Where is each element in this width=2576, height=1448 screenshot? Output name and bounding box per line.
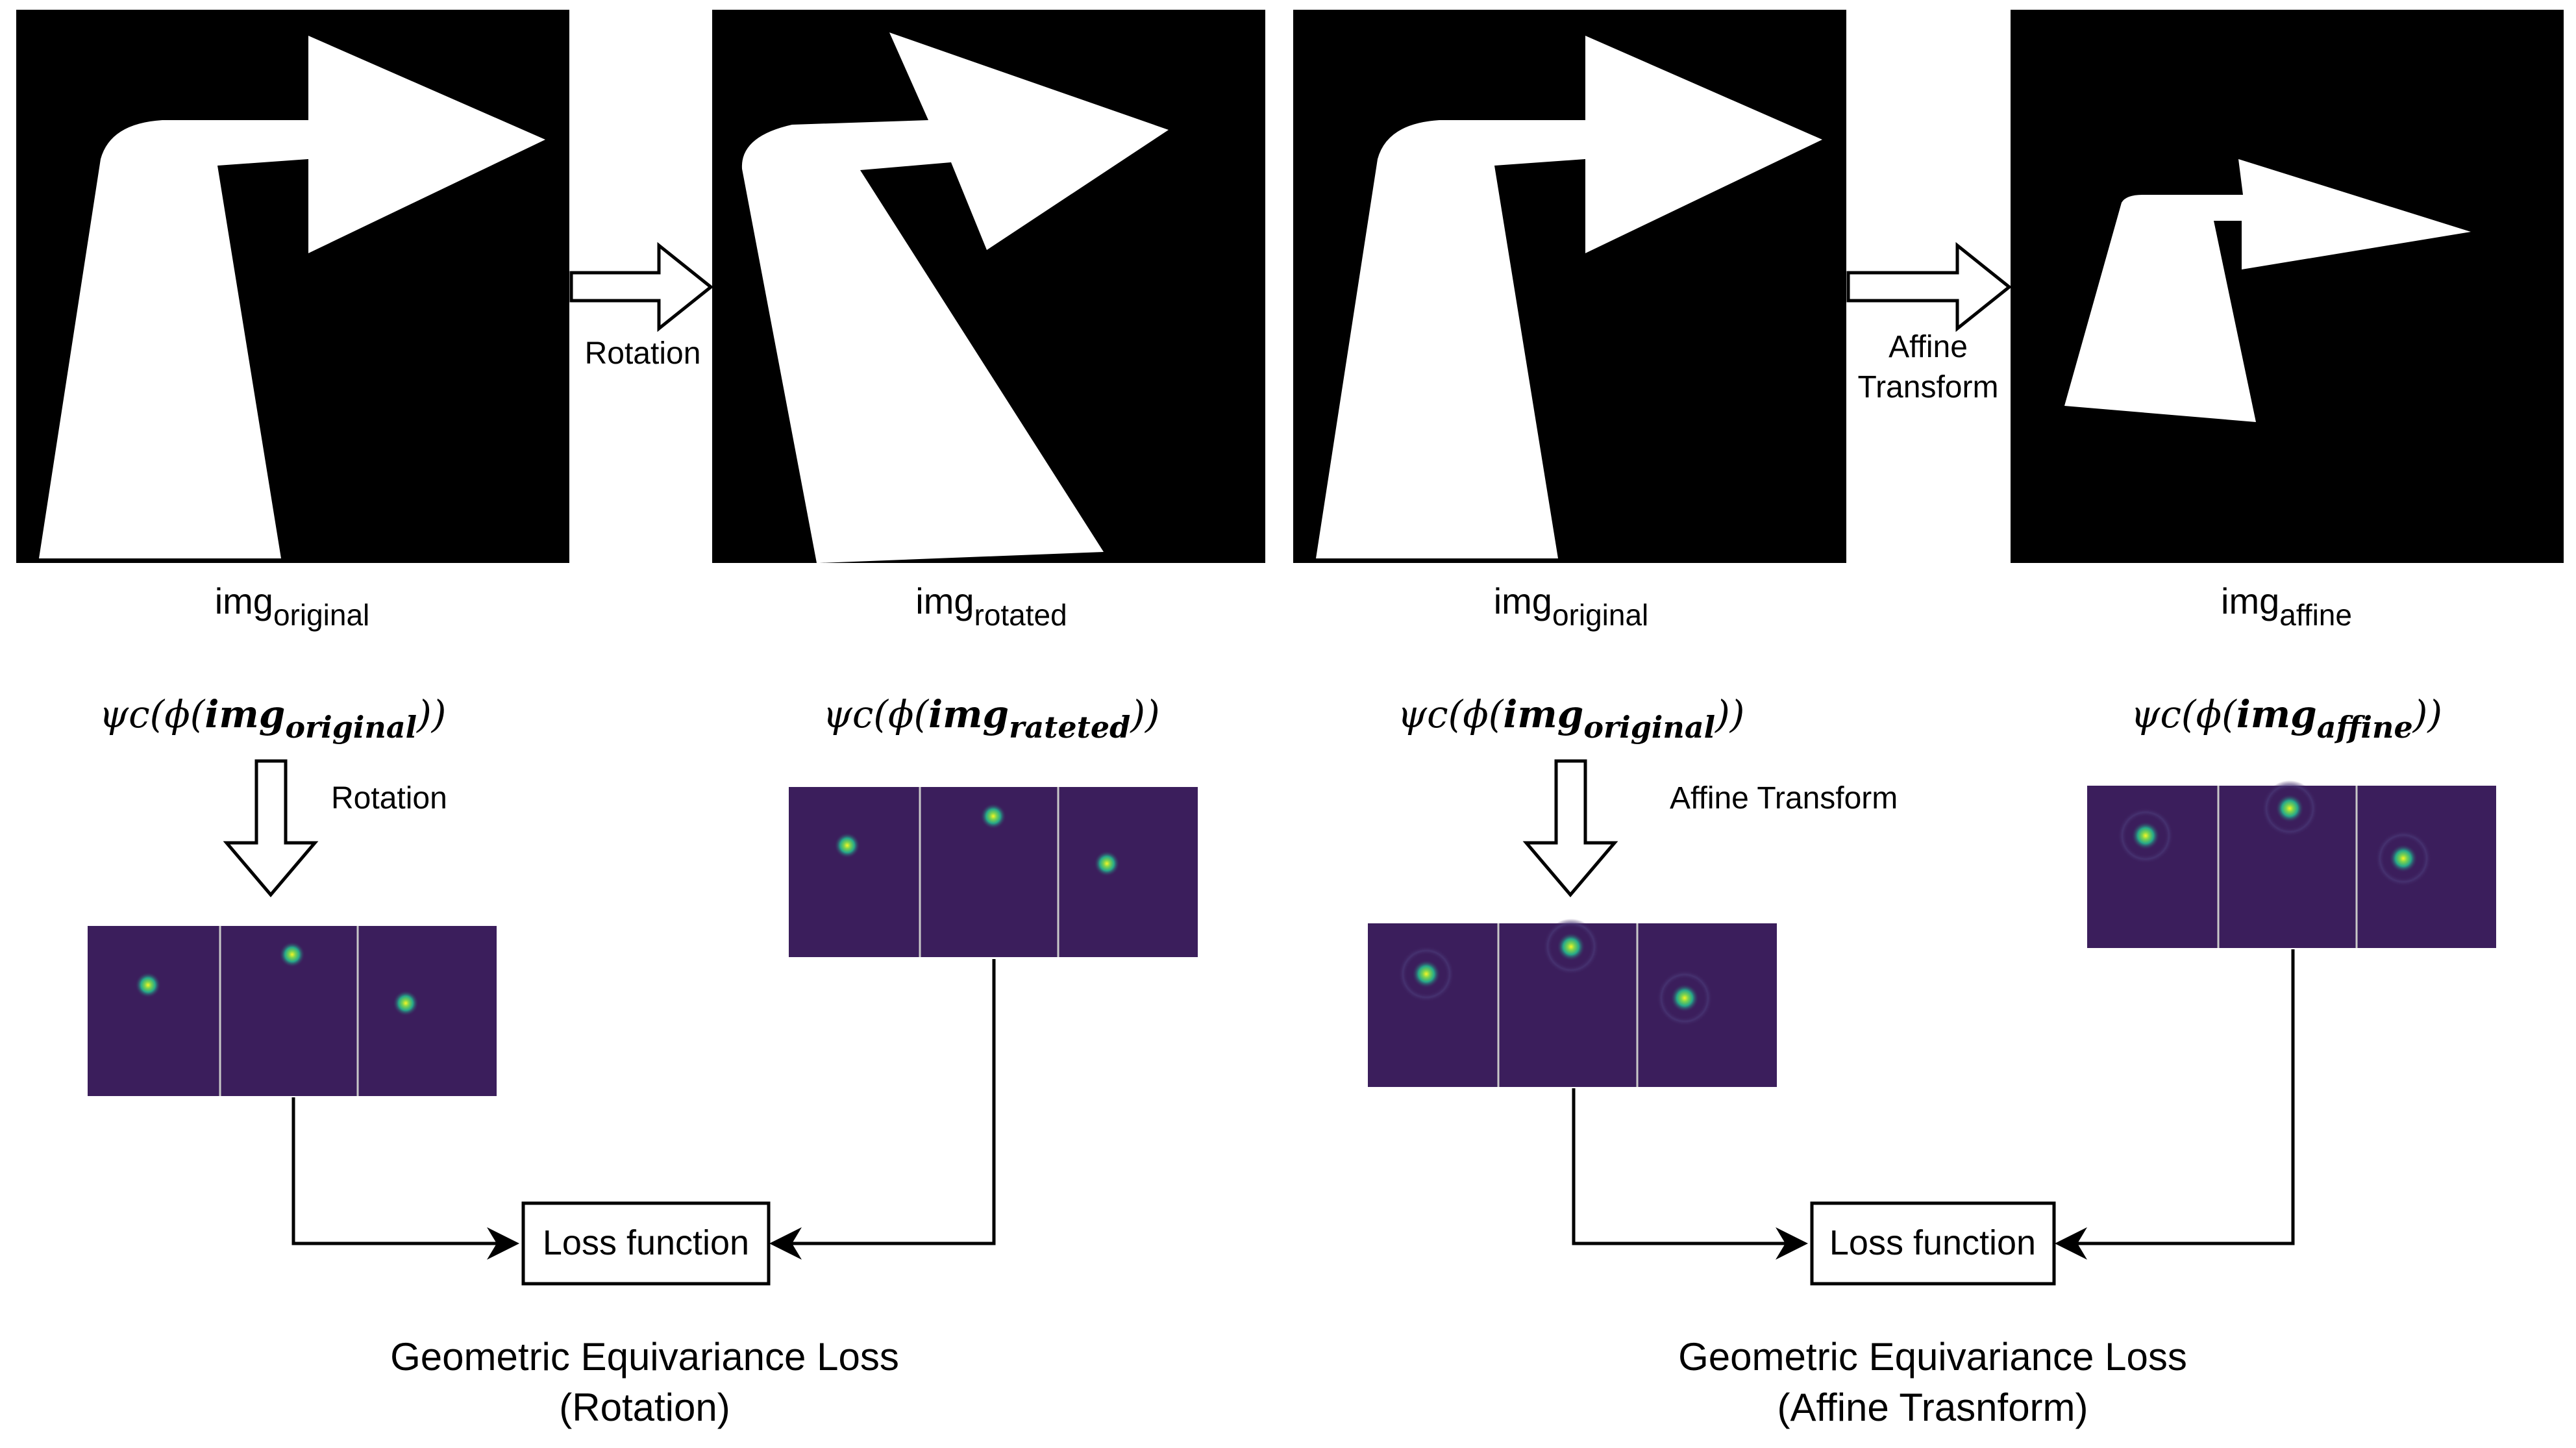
formula-prefix: ψc(ϕ( bbox=[823, 692, 929, 736]
connectors-right bbox=[1572, 949, 2295, 1260]
heatmap-affine bbox=[2087, 777, 2496, 948]
formula-rotated: ψc(ϕ(imgrateted)) bbox=[823, 692, 1159, 745]
formula-base: img bbox=[204, 692, 285, 736]
turn-arrow-shape bbox=[741, 32, 1169, 563]
caption-affine-loss-line2: (Affine Trasnform) bbox=[1777, 1386, 2088, 1429]
formula-base: img bbox=[1503, 692, 1583, 736]
caption-base: img bbox=[2221, 580, 2279, 621]
caption-base: img bbox=[1494, 580, 1552, 621]
caption-rotation-loss-line1: Geometric Equivariance Loss bbox=[390, 1335, 899, 1379]
keypoint-blob bbox=[1670, 984, 1699, 1012]
rotation-down-arrow bbox=[223, 759, 319, 897]
affine-transform-arrow bbox=[1846, 242, 2012, 332]
caption-img-rotated: imgrotated bbox=[915, 580, 1067, 632]
formula-affine: ψc(ϕ(imgaffine)) bbox=[2131, 692, 2442, 745]
keypoint-blob bbox=[135, 972, 161, 998]
caption-img-original-2: imgoriginal bbox=[1494, 580, 1649, 632]
affine-down-arrow bbox=[1522, 759, 1618, 897]
image-original-1 bbox=[16, 10, 569, 563]
affine-transform-label-line2: Transform bbox=[1858, 370, 1999, 405]
formula-subscript: rateted bbox=[1009, 710, 1130, 745]
heatmap-original-1 bbox=[88, 926, 497, 1096]
keypoint-blob bbox=[279, 942, 305, 967]
keypoint-blob bbox=[2131, 821, 2160, 850]
connectors-left bbox=[291, 959, 996, 1260]
formula-base: img bbox=[928, 692, 1009, 736]
caption-base: img bbox=[915, 580, 974, 621]
heatmap-original-2 bbox=[1368, 916, 1777, 1087]
keypoint-blob bbox=[980, 803, 1006, 829]
caption-subscript: affine bbox=[2279, 598, 2352, 632]
rotation-down-label: Rotation bbox=[331, 781, 447, 816]
loss-function-label: Loss function bbox=[543, 1223, 749, 1262]
image-affine bbox=[2011, 10, 2564, 563]
keypoint-blob bbox=[1412, 960, 1441, 988]
caption-rotation-loss-line2: (Rotation) bbox=[559, 1386, 730, 1429]
caption-subscript: original bbox=[1552, 598, 1648, 632]
formula-base: img bbox=[2236, 692, 2317, 736]
rotation-transform-arrow bbox=[569, 242, 714, 332]
formula-subscript: original bbox=[285, 710, 417, 745]
formula-suffix: )) bbox=[2412, 692, 2442, 736]
caption-subscript: rotated bbox=[974, 598, 1067, 632]
formula-prefix: ψc(ϕ( bbox=[2131, 692, 2237, 736]
turn-arrow-shape bbox=[1316, 36, 1822, 558]
formula-prefix: ψc(ϕ( bbox=[1398, 692, 1504, 736]
loss-function-box-left: Loss function bbox=[521, 1201, 771, 1286]
formula-subscript: affine bbox=[2317, 710, 2413, 745]
formula-original-1: ψc(ϕ(imgoriginal)) bbox=[99, 692, 447, 745]
formula-suffix: )) bbox=[1714, 692, 1744, 736]
keypoint-blob bbox=[834, 832, 860, 858]
image-original-2 bbox=[1293, 10, 1846, 563]
caption-affine-loss-line1: Geometric Equivariance Loss bbox=[1678, 1335, 2187, 1379]
formula-suffix: )) bbox=[415, 692, 446, 736]
keypoint-blob bbox=[1557, 932, 1585, 961]
formula-suffix: )) bbox=[1129, 692, 1159, 736]
formula-prefix: ψc(ϕ( bbox=[99, 692, 206, 736]
rotation-transform-label: Rotation bbox=[585, 336, 701, 371]
caption-base: img bbox=[215, 580, 273, 621]
keypoint-blob bbox=[1094, 851, 1120, 877]
keypoint-blob bbox=[2389, 844, 2418, 873]
caption-img-original-1: imgoriginal bbox=[215, 580, 370, 632]
formula-original-2: ψc(ϕ(imgoriginal)) bbox=[1398, 692, 1745, 745]
formula-subscript: original bbox=[1583, 710, 1715, 745]
turn-arrow-shape bbox=[2064, 159, 2471, 422]
affine-transform-label-line1: Affine bbox=[1889, 330, 1968, 364]
loss-function-label: Loss function bbox=[1829, 1223, 2036, 1262]
turn-arrow-shape bbox=[39, 36, 545, 558]
keypoint-blob bbox=[2275, 794, 2304, 823]
loss-function-box-right: Loss function bbox=[1810, 1201, 2056, 1286]
caption-img-affine: imgaffine bbox=[2221, 580, 2352, 632]
heatmap-rotated bbox=[789, 787, 1198, 957]
affine-down-label: Affine Transform bbox=[1670, 781, 1898, 816]
keypoint-blob bbox=[393, 990, 419, 1016]
image-rotated bbox=[712, 10, 1265, 563]
caption-subscript: original bbox=[273, 598, 369, 632]
